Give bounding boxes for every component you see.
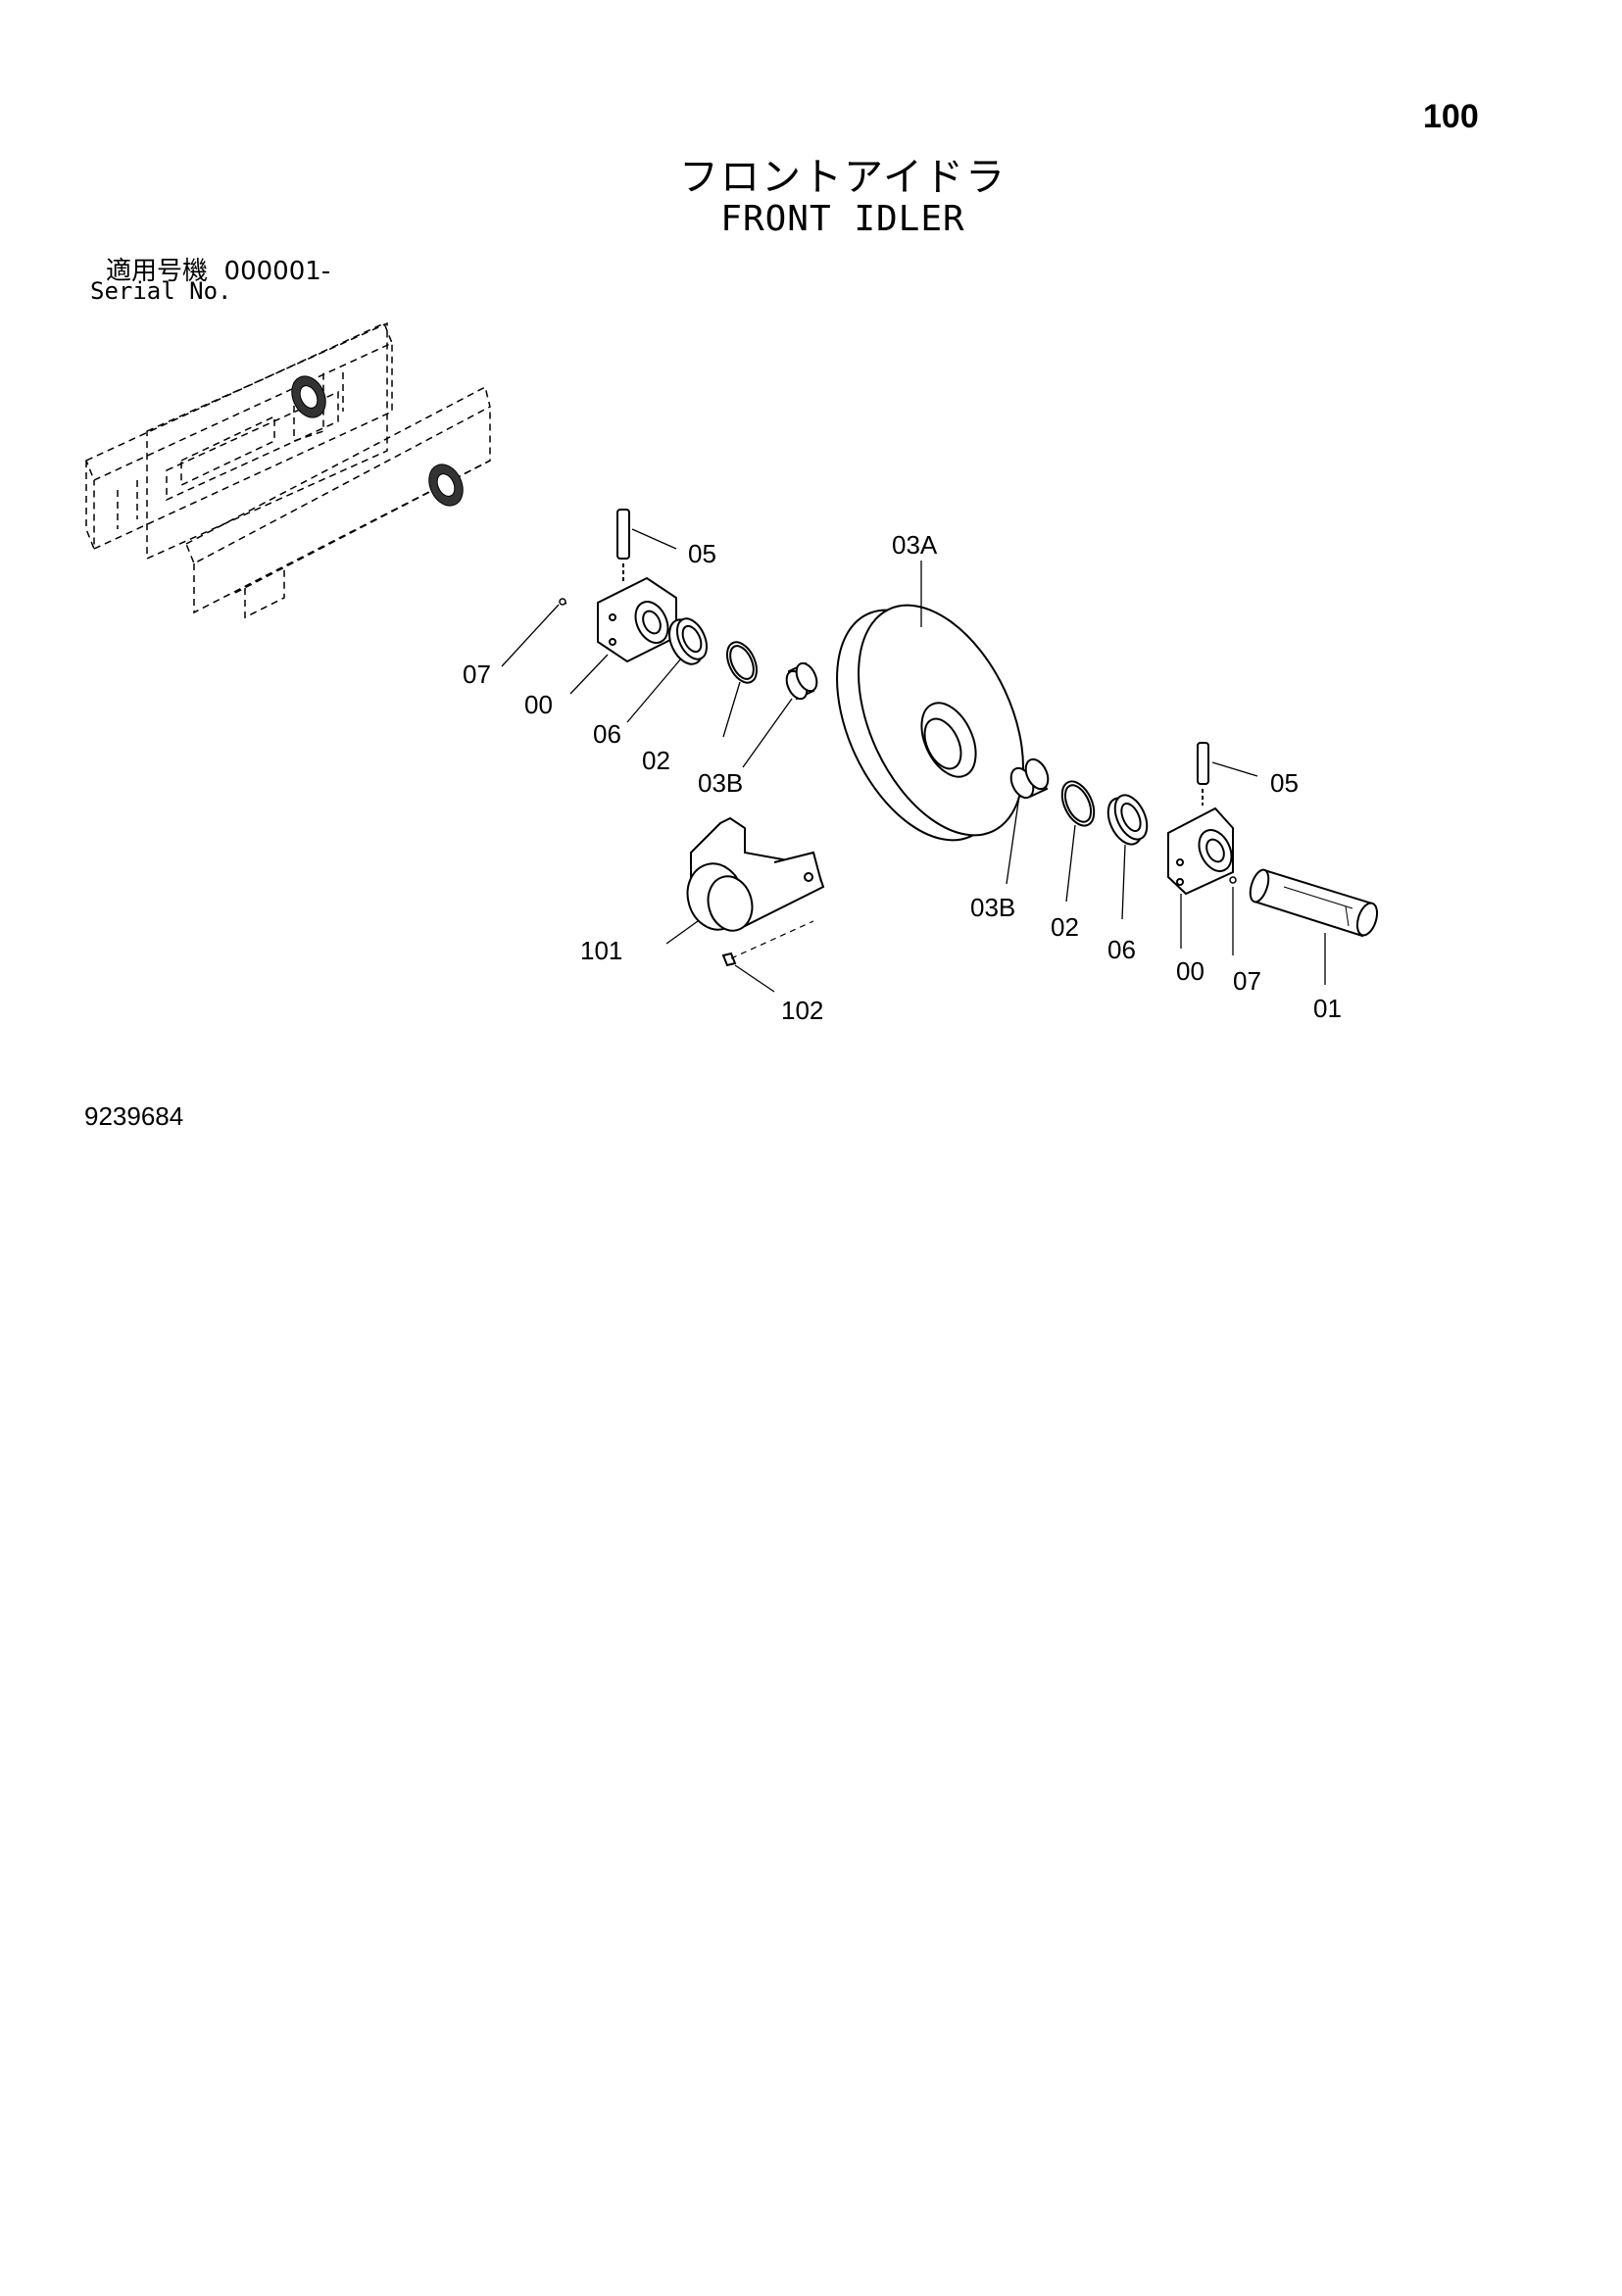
shaft-01 <box>1249 868 1379 938</box>
idler-highlight-top <box>291 375 326 418</box>
callout-02-right: 02 <box>1051 912 1079 942</box>
seal-06-left <box>668 617 709 665</box>
serial-label-en: Serial No. <box>90 277 232 305</box>
callout-00-left: 00 <box>524 690 553 719</box>
pin-07-right <box>1229 876 1237 884</box>
oring-02-left <box>725 641 759 684</box>
pin-05-left <box>616 509 630 583</box>
title-japanese: フロントアイドラ <box>679 155 1007 200</box>
callout-01: 01 <box>1313 994 1342 1023</box>
idler-highlight-bottom <box>428 464 464 507</box>
callout-00-right: 00 <box>1176 956 1204 986</box>
serial-label-jp: 適用号機 <box>106 257 209 286</box>
callout-05-right: 05 <box>1270 768 1299 798</box>
document-code: 9239684 <box>84 1101 184 1131</box>
oring-02-right <box>1060 780 1096 827</box>
idler-wheel-03A <box>836 604 1024 842</box>
callout-05-top: 05 <box>688 539 716 568</box>
seal-06-right <box>1106 794 1149 846</box>
callout-07-left: 07 <box>463 659 491 689</box>
callout-labels: 05 03A 07 00 06 02 03B 05 101 102 03B 02… <box>463 530 1342 1025</box>
callout-02-left: 02 <box>642 746 670 775</box>
callout-102: 102 <box>781 996 823 1025</box>
undercarriage-overview <box>85 321 491 619</box>
support-bracket-101 <box>686 816 825 932</box>
leader-lines <box>501 528 1326 993</box>
bracket-00-left <box>597 576 677 663</box>
title-english: FRONT IDLER <box>720 199 965 239</box>
page-number: 100 <box>1423 98 1479 135</box>
bushing-03B-right <box>1009 757 1050 800</box>
pin-07-left <box>559 598 567 606</box>
callout-06-left: 06 <box>593 719 621 749</box>
bracket-00-right <box>1167 806 1234 896</box>
callout-03A: 03A <box>892 530 938 560</box>
bolt-102 <box>721 920 814 967</box>
callout-06-right: 06 <box>1107 935 1136 964</box>
bushing-03B-left <box>785 661 818 701</box>
serial-value: 000001- <box>223 257 331 286</box>
callout-03B-left: 03B <box>698 768 743 798</box>
callout-07-right: 07 <box>1233 966 1261 996</box>
exploded-parts-diagram: 05 03A 07 00 06 02 03B 05 101 102 03B 02… <box>85 321 1379 1025</box>
serial-line: 適用号機 000001- <box>106 251 330 287</box>
callout-03B-right: 03B <box>970 893 1015 922</box>
callout-101: 101 <box>580 936 622 965</box>
pin-05-right <box>1197 742 1209 806</box>
